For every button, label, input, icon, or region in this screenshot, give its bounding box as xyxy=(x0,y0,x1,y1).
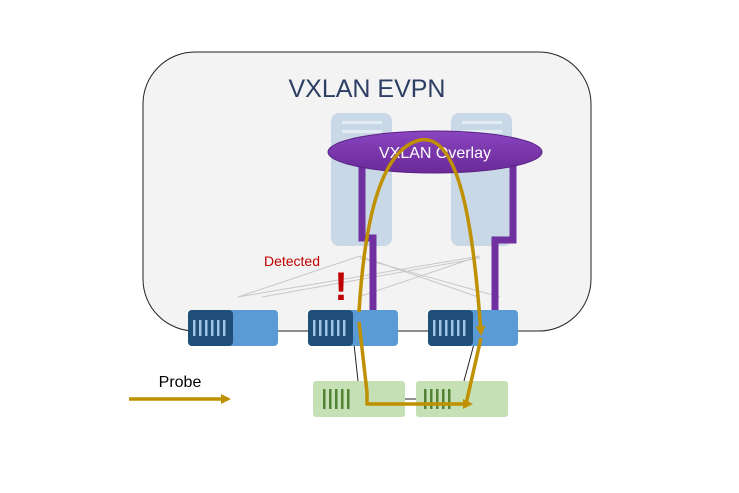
host-right xyxy=(416,381,508,417)
host-left xyxy=(313,381,405,417)
overlay-tunnel-right xyxy=(491,163,517,318)
overlay-ellipse xyxy=(327,130,543,174)
access-links xyxy=(353,343,475,400)
detected-label: Detected xyxy=(264,253,320,269)
leaf-switch-2 xyxy=(308,310,398,346)
leaf-switch-1 xyxy=(188,310,278,346)
overlay-label: VXLAN Overlay xyxy=(379,145,491,162)
fabric-title: VXLAN EVPN xyxy=(288,75,445,103)
leaf-switch-3 xyxy=(428,310,518,346)
legend-probe-label: Probe xyxy=(159,374,202,391)
probe-path-loop xyxy=(357,138,486,336)
probe-path-up xyxy=(464,337,483,405)
probe-path-down xyxy=(357,321,369,393)
alert-icon: ! xyxy=(334,265,347,309)
probe-path-host-link xyxy=(365,392,473,409)
